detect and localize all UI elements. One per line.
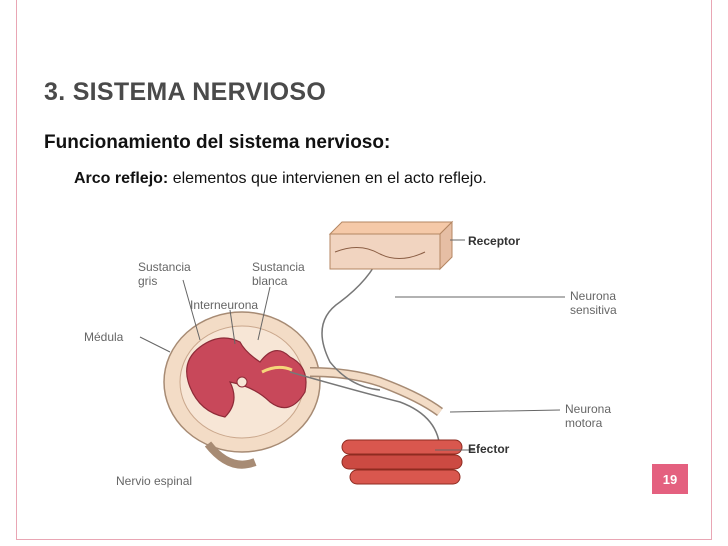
slide-subtitle: Funcionamiento del sistema nervioso: bbox=[44, 132, 391, 153]
label-neurona-motora: Neurona motora bbox=[565, 402, 612, 430]
label-nervio-espinal: Nervio espinal bbox=[116, 474, 193, 488]
label-receptor: Receptor bbox=[468, 234, 521, 248]
slide-frame bbox=[16, 0, 712, 540]
slide-title: 3. SISTEMA NERVIOSO bbox=[44, 78, 327, 106]
label-efector: Efector bbox=[468, 442, 510, 456]
bullet-description: elementos que intervienen en el acto ref… bbox=[168, 170, 487, 187]
effector-muscle bbox=[341, 439, 463, 485]
label-interneurona: Interneurona bbox=[190, 298, 259, 312]
reflex-arc-illustration bbox=[139, 220, 565, 485]
reflex-arc-diagram: Sustancia gris Sustancia blanca Interneu… bbox=[80, 212, 660, 512]
bullet-term: Arco reflejo: bbox=[74, 170, 169, 187]
motora-pointer bbox=[449, 409, 561, 413]
label-medula: Médula bbox=[84, 330, 124, 344]
spinal-cord bbox=[163, 311, 321, 453]
label-sustancia-gris: Sustancia gris bbox=[138, 260, 191, 288]
page-number-badge: 19 bbox=[652, 464, 688, 494]
motor-neuron bbox=[289, 371, 441, 453]
bullet-text: Arco reflejo: elementos que intervienen … bbox=[74, 170, 487, 188]
label-neurona-sensitiva: Neurona sensitiva bbox=[570, 289, 617, 317]
label-sustancia-blanca: Sustancia blanca bbox=[252, 260, 305, 288]
receptor-skin bbox=[328, 220, 454, 271]
